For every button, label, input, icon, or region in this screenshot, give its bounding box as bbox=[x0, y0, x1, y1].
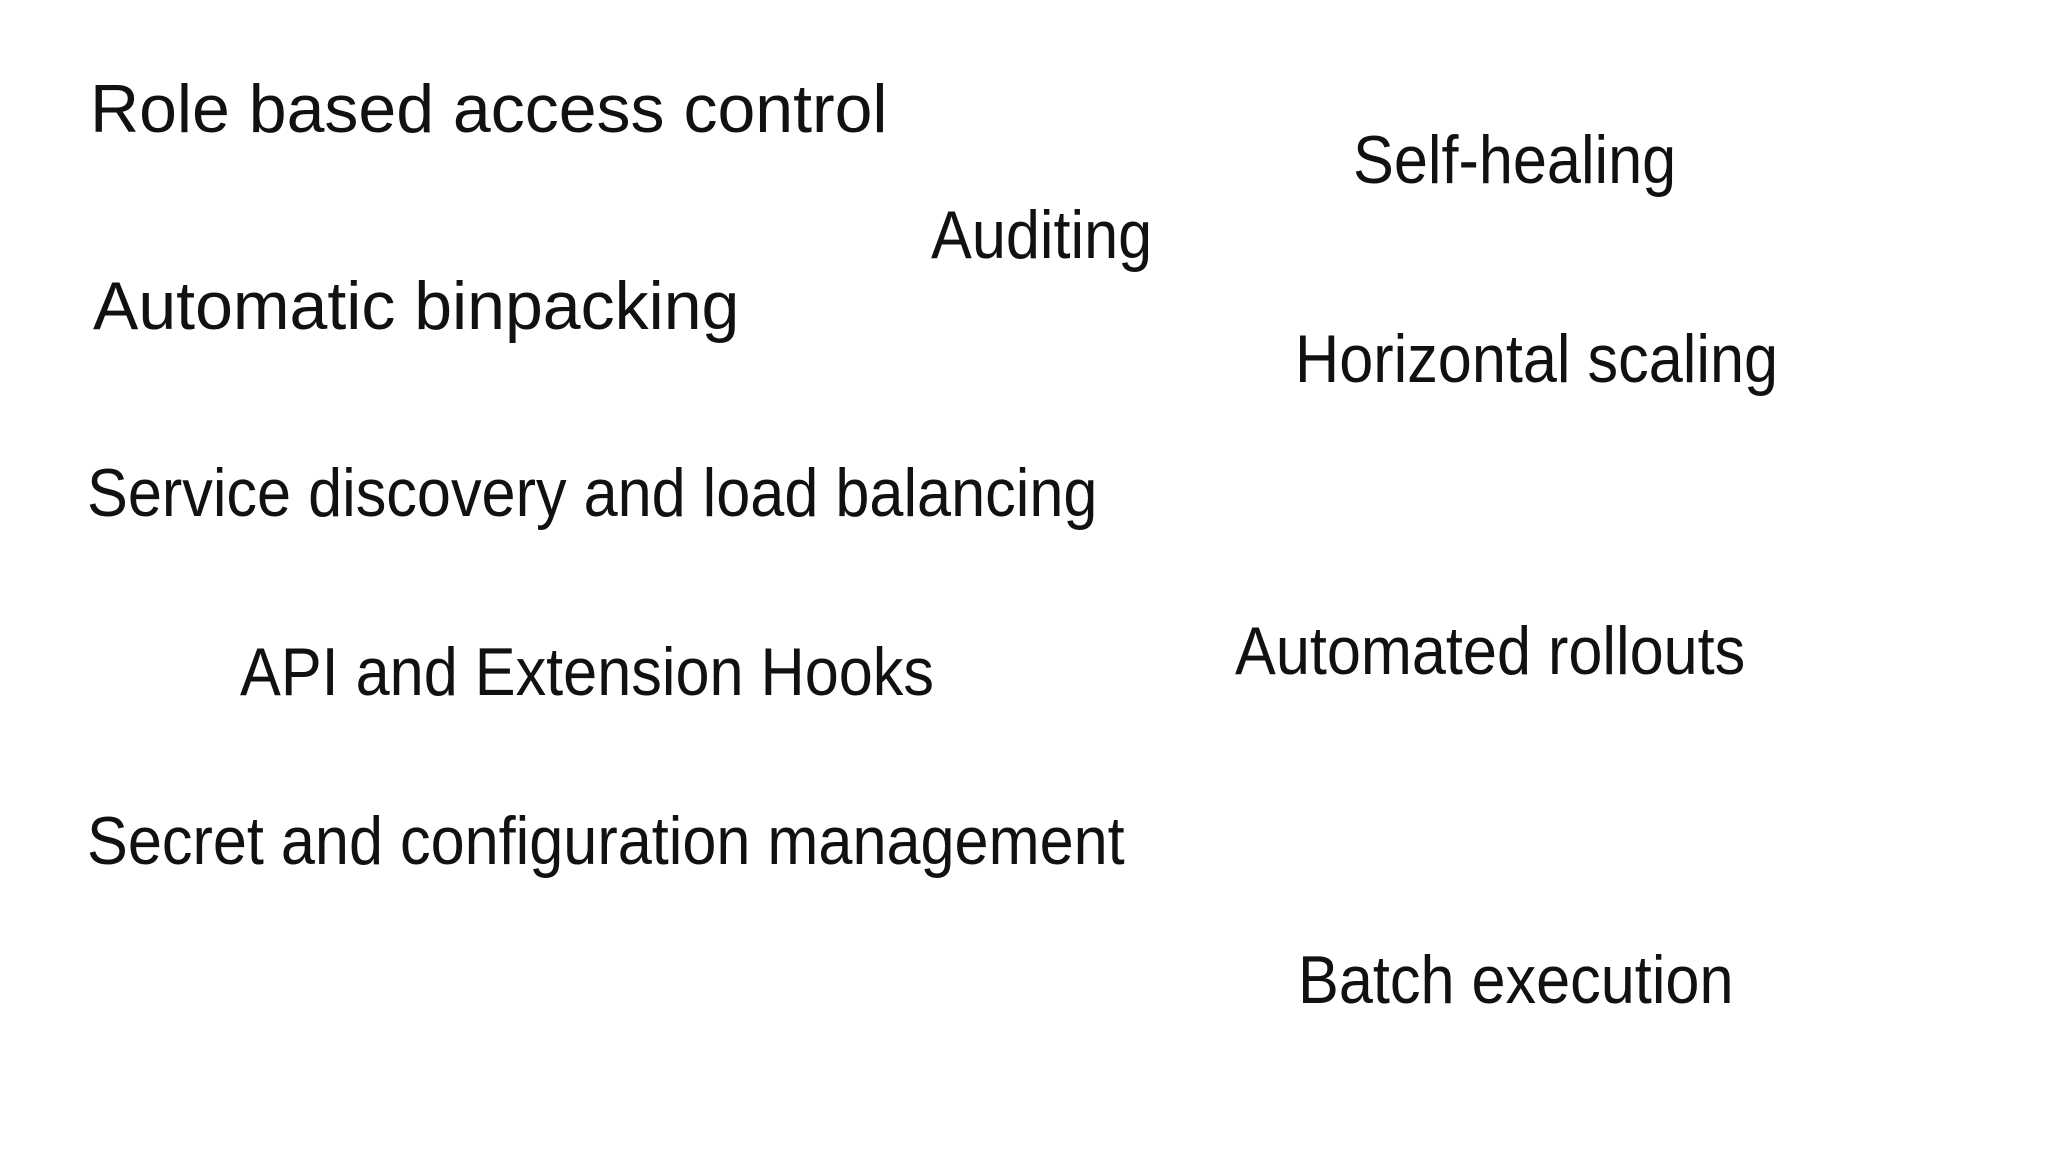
feature-label-auditing: Auditing bbox=[931, 197, 1153, 273]
feature-label-secret-and-configuration-management: Secret and configuration management bbox=[87, 803, 1125, 879]
feature-label-role-based-access-control: Role based access control bbox=[90, 71, 888, 147]
feature-label-horizontal-scaling: Horizontal scaling bbox=[1295, 321, 1779, 397]
feature-label-automatic-binpacking: Automatic binpacking bbox=[93, 268, 740, 344]
feature-label-self-healing: Self-healing bbox=[1353, 122, 1677, 198]
feature-label-batch-execution: Batch execution bbox=[1298, 942, 1734, 1018]
feature-label-service-discovery-and-load-balancing: Service discovery and load balancing bbox=[87, 455, 1098, 531]
feature-label-automated-rollouts: Automated rollouts bbox=[1235, 613, 1746, 689]
feature-label-api-and-extension-hooks: API and Extension Hooks bbox=[240, 634, 934, 710]
